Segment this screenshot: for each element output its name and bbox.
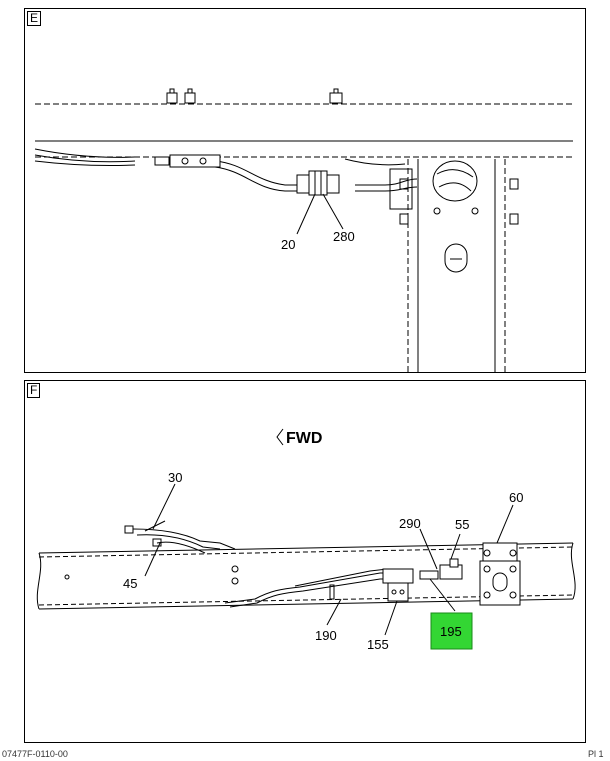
highlight-box[interactable]: [430, 612, 473, 650]
crossmember-bracket: [479, 542, 521, 606]
valve-block: [382, 558, 463, 602]
callout-290: 290: [399, 516, 421, 531]
callout-55: 55: [455, 517, 469, 532]
footer-right: Pl 1: [588, 749, 604, 759]
crossmember: [389, 159, 519, 372]
fwd-arrow-icon: [276, 428, 284, 446]
leader-lines: [144, 483, 514, 636]
top-bolt-2: [184, 88, 196, 104]
top-bolt-1: [166, 88, 178, 104]
connector-block: [154, 154, 221, 168]
top-bolt-3: [329, 88, 343, 104]
lower-harness: [224, 568, 410, 608]
footer-left: 07477F-0110-00: [2, 749, 68, 759]
direction-label: FWD: [286, 430, 322, 447]
harness-lines: [34, 148, 418, 192]
callout-60: 60: [509, 490, 523, 505]
callout-30: 30: [168, 470, 182, 485]
callout-155: 155: [367, 637, 389, 652]
panel-e: E: [24, 8, 586, 373]
panel-f: F FWD: [24, 380, 586, 743]
valve-assembly: [296, 170, 340, 196]
left-harness: [124, 520, 236, 554]
callout-45: 45: [123, 576, 137, 591]
panel-e-label: E: [27, 11, 42, 26]
callout-280: 280: [333, 229, 355, 244]
callout-190: 190: [315, 628, 337, 643]
panel-e-drawing: 20 280: [34, 88, 573, 372]
callout-20: 20: [281, 237, 295, 252]
panel-f-label: F: [27, 383, 41, 398]
panel-f-drawing: FWD: [36, 428, 576, 652]
callout-195[interactable]: 195: [440, 624, 462, 639]
